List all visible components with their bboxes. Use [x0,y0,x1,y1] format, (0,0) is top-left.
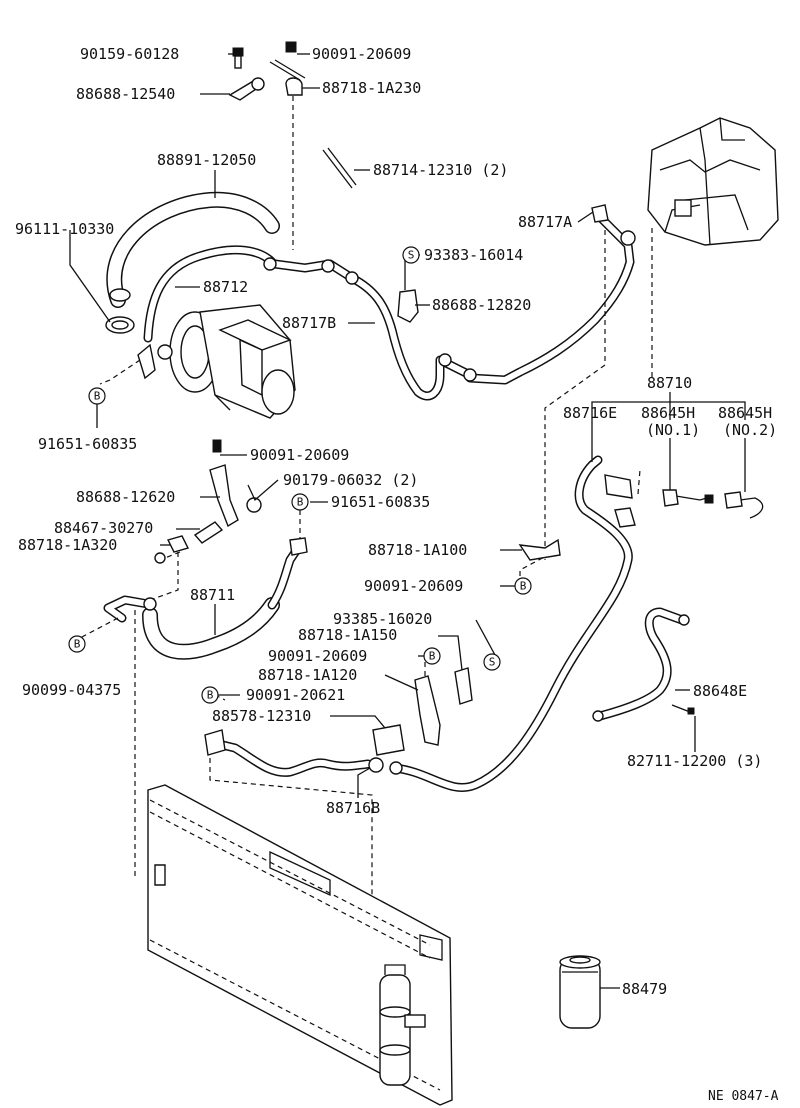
harness-88648e [595,607,687,721]
svg-text:S: S [408,249,415,262]
label-88718-1a320: 88718-1A320 [18,536,117,554]
label-88688-12620: 88688-12620 [76,488,175,506]
suction-hose [106,191,280,308]
switch-no2-wire [739,497,764,519]
svg-text:B: B [429,650,436,663]
label-88718-1a100: 88718-1A100 [368,541,467,559]
label-90091-20609-top: 90091-20609 [312,45,411,63]
label-90091-20609-right: 90091-20609 [364,577,463,595]
pipe-88717a [465,210,635,385]
svg-text:B: B [297,496,304,509]
label-88714-12310: 88714-12310 (2) [373,161,508,179]
label-88718-1a120: 88718-1A120 [258,666,357,684]
screw-marker: S [483,653,501,671]
label-90099-04375: 90099-04375 [22,681,121,699]
bolt-marker: B [291,493,309,511]
compressor [157,304,296,419]
label-88645h-no1: 88645H [641,404,695,422]
label-90159-60128: 90159-60128 [80,45,179,63]
bolt-marker: B [201,686,219,704]
label-88712: 88712 [203,278,248,296]
receiver-dryer [379,964,426,1086]
receiver-88479 [559,955,601,1029]
label-88688-12820: 88688-12820 [432,296,531,314]
svg-text:B: B [74,638,81,651]
screw-marker: S [402,246,420,264]
label-88578-12310: 88578-12310 [212,707,311,725]
discharge-hose [143,245,277,343]
label-93385-16020: 93385-16020 [333,610,432,628]
label-88479: 88479 [622,980,667,998]
label-88716e: 88716E [563,404,617,422]
svg-text:S: S [489,656,496,669]
label-90091-20609-low: 90091-20609 [268,647,367,665]
hose-88711 [103,543,303,660]
leader-lines [69,53,746,989]
part-labels: 90159-60128 90091-20609 88688-12540 8871… [15,45,779,1104]
label-91651-60835-b: 91651-60835 [331,493,430,511]
pipe-88717b [270,259,475,401]
label-88688-12540: 88688-12540 [76,85,175,103]
label-90091-20621: 90091-20621 [246,686,345,704]
label-96111-10330: 96111-10330 [15,220,114,238]
evaporator-unit [647,117,779,246]
label-88718-1a230: 88718-1A230 [322,79,421,97]
condenser [147,784,453,1106]
label-88710: 88710 [647,374,692,392]
label-90179-06032: 90179-06032 (2) [283,471,418,489]
label-90091-20609-mid: 90091-20609 [250,446,349,464]
label-88891-12050: 88891-12050 [157,151,256,169]
label-88645h-no1-sub: (NO.1) [646,421,700,439]
svg-text:B: B [520,580,527,593]
label-88467-30270: 88467-30270 [54,519,153,537]
label-88716b: 88716B [326,799,380,817]
label-88711: 88711 [190,586,235,604]
assembly-lines [79,96,653,1011]
small-parts [105,41,743,775]
bolt-marker: B [423,647,441,665]
svg-text:B: B [94,390,101,403]
bolt-marker: B [514,577,532,595]
label-88648e: 88648E [693,682,747,700]
label-91651-60835-a: 91651-60835 [38,435,137,453]
bolt-marker: B [68,635,86,653]
pipe-88716e [390,455,633,792]
label-93383-16014: 93383-16014 [424,246,523,264]
label-88717a: 88717A [518,213,572,231]
label-88718-1a150: 88718-1A150 [298,626,397,644]
label-88717b: 88717B [282,314,336,332]
label-88645h-no2-sub: (NO.2) [723,421,777,439]
svg-text:B: B [207,689,214,702]
figure-code: NE 0847-A [708,1089,779,1104]
pipe-88716b [205,737,373,777]
label-88645h-no2: 88645H [718,404,772,422]
label-82711-12200: 82711-12200 (3) [627,752,762,770]
bolt-marker: B [88,387,106,405]
